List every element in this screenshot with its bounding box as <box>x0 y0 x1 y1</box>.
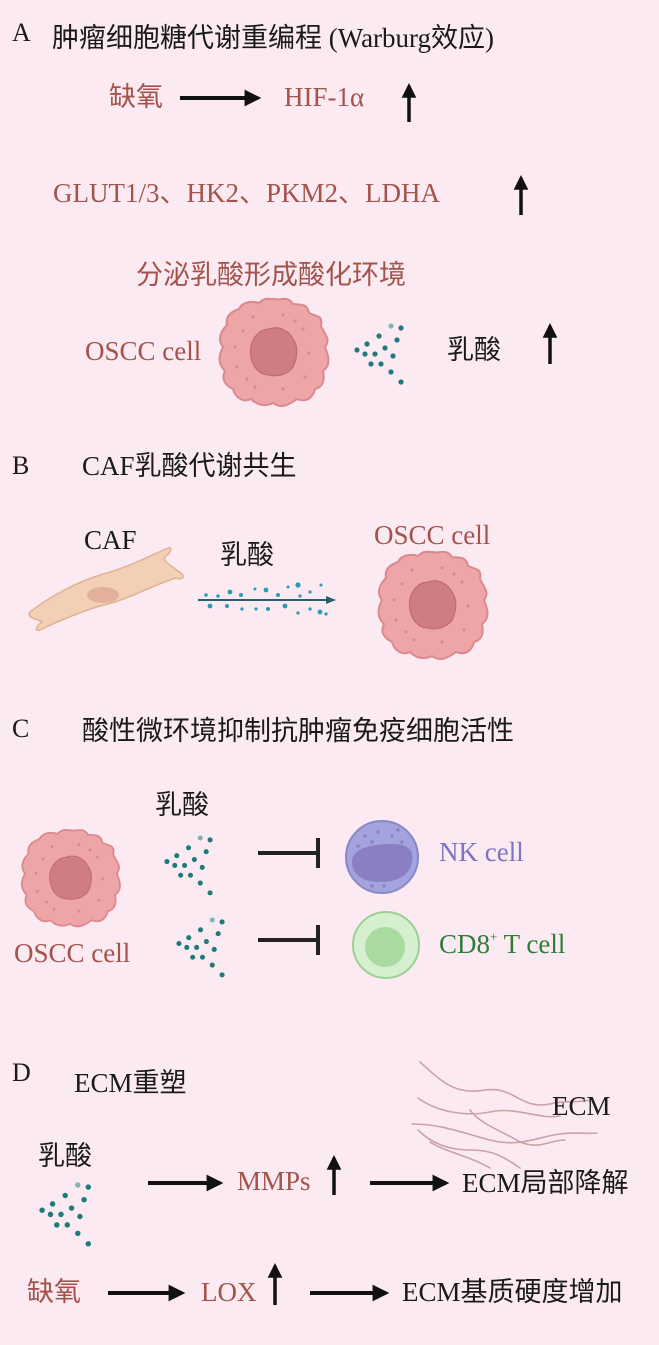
caf-cell-icon <box>28 546 185 632</box>
t-cell-text: T cell <box>497 929 566 959</box>
panel-letter-c: C <box>12 714 30 743</box>
inhibition-nk-icon <box>258 838 320 868</box>
lactate-secretion-label: 分泌乳酸形成酸化环境 <box>136 260 406 290</box>
panel-letter-d: D <box>12 1058 31 1087</box>
lactate-dots-icon-a <box>354 323 404 385</box>
caf-label: CAF <box>84 525 137 555</box>
glycolysis-genes-label: GLUT1/3、HK2、PKM2、LDHA <box>53 178 440 208</box>
ecm-fibers-icon <box>411 1061 598 1169</box>
oscc-cell-icon-b <box>377 550 489 660</box>
mmps-label: MMPs <box>237 1166 311 1196</box>
oscc-cell-icon-a <box>218 297 330 407</box>
lactate-dots-icon-d <box>39 1182 92 1247</box>
inhibition-cd8-icon <box>258 925 320 955</box>
panel-a-title: 肿瘤细胞糖代谢重编程 (Warburg效应) <box>52 23 495 53</box>
hypoxia-label-d: 缺氧 <box>27 1277 81 1307</box>
panel-letter-a: A <box>12 18 31 47</box>
cd8-superscript: + <box>490 929 498 944</box>
hypoxia-label-a: 缺氧 <box>109 82 163 112</box>
cd8-t-cell-icon <box>352 911 420 979</box>
oscc-cell-icon-c <box>20 829 121 928</box>
lactate-label-c: 乳酸 <box>155 790 209 820</box>
ecm-degradation-label: ECM局部降解 <box>462 1168 629 1198</box>
oscc-cell-label-c: OSCC cell <box>14 938 131 968</box>
lactate-label-d: 乳酸 <box>38 1141 92 1171</box>
oscc-cell-label-b: OSCC cell <box>374 520 491 550</box>
panel-letter-b: B <box>12 451 30 480</box>
panel-c-title: 酸性微环境抑制抗肿瘤免疫细胞活性 <box>82 716 514 746</box>
lactate-dots-icon-c2 <box>176 917 225 978</box>
lactate-label-a: 乳酸 <box>447 335 501 365</box>
lactate-label-b: 乳酸 <box>220 540 274 570</box>
ecm-stiffness-label: ECM基质硬度增加 <box>402 1277 623 1307</box>
lactate-dots-icon-c1 <box>164 835 213 896</box>
lox-label: LOX <box>201 1277 257 1307</box>
oscc-cell-label-a: OSCC cell <box>85 336 202 366</box>
panel-d-title: ECM重塑 <box>74 1068 187 1098</box>
hif-1a-label: HIF-1α <box>284 82 365 112</box>
nk-cell-icon <box>345 820 419 894</box>
ecm-label: ECM <box>552 1091 611 1121</box>
panel-b-title: CAF乳酸代谢共生 <box>82 451 297 481</box>
nk-cell-label: NK cell <box>439 837 524 867</box>
cd8-text: CD8 <box>439 929 491 959</box>
cd8-t-cell-label: CD8+ T cell <box>439 930 565 958</box>
lactate-flow-arrow-icon <box>198 582 336 616</box>
